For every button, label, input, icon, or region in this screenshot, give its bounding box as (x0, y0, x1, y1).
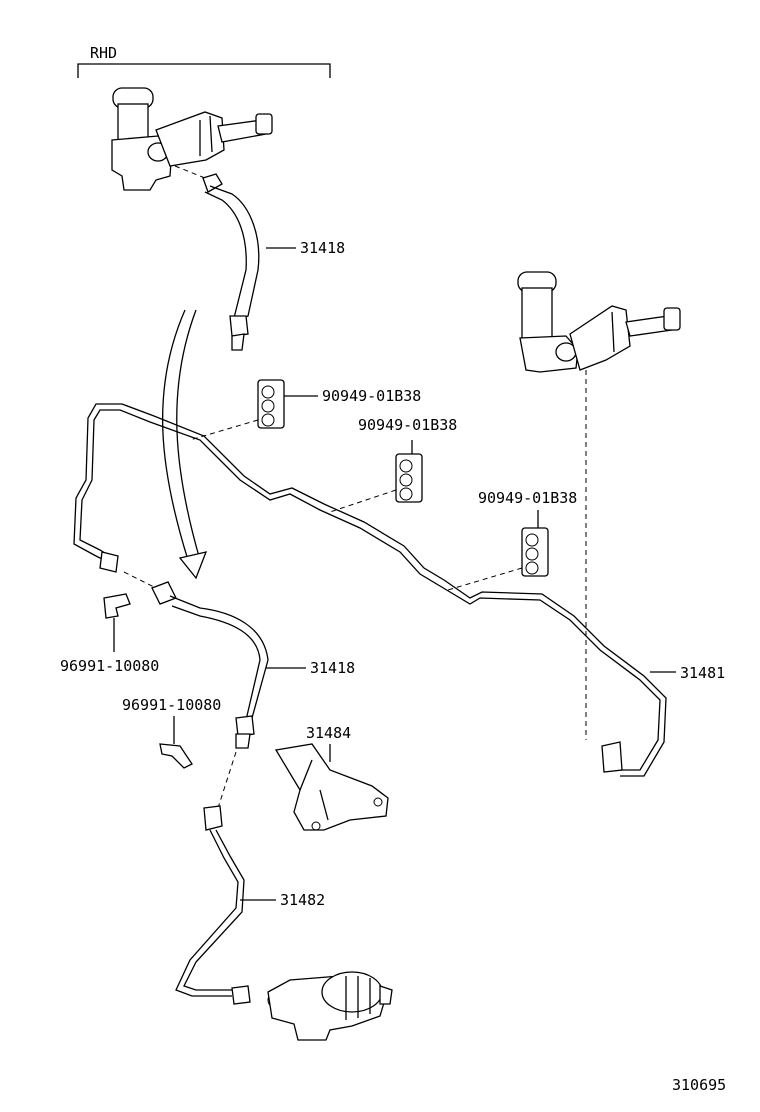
master-cylinder-rhd (111, 87, 273, 191)
callout-90949-01B38-2: 90949-01B38 (358, 416, 457, 434)
callout-31484: 31484 (306, 724, 351, 742)
figure-number: 310695 (672, 1076, 726, 1094)
release-cylinder (267, 971, 393, 1041)
clutch-hose-upper: 31418 (202, 173, 345, 351)
hose-clip-2: 96991-10080 (122, 696, 221, 769)
tube-clamp-3: 90949-01B38 (447, 489, 577, 591)
tube-clamp-1: 90949-01B38 (189, 379, 421, 441)
callout-31418-lower: 31418 (310, 659, 355, 677)
master-cylinder-lhd (517, 271, 681, 740)
callout-31482: 31482 (280, 891, 325, 909)
tube-clamp-2: 90949-01B38 (329, 416, 457, 513)
clutch-tube-lower: 31482 (175, 751, 325, 1005)
callout-90949-01B38-1: 90949-01B38 (322, 387, 421, 405)
callout-31418-upper: 31418 (300, 239, 345, 257)
callout-31481: 31481 (680, 664, 725, 682)
hose-clip-1: 96991-10080 (60, 593, 159, 675)
rhd-label: RHD (90, 44, 117, 62)
clutch-hose-lower: 31418 (123, 571, 355, 749)
routing-arrow (162, 309, 208, 580)
callout-96991-10080-2: 96991-10080 (122, 696, 221, 714)
rhd-variant-bracket: RHD (77, 44, 331, 78)
callout-96991-10080-1: 96991-10080 (60, 657, 159, 675)
bracket-31484: 31484 (274, 724, 389, 831)
callout-90949-01B38-3: 90949-01B38 (478, 489, 577, 507)
clutch-tube-main: 31481 (73, 403, 725, 777)
